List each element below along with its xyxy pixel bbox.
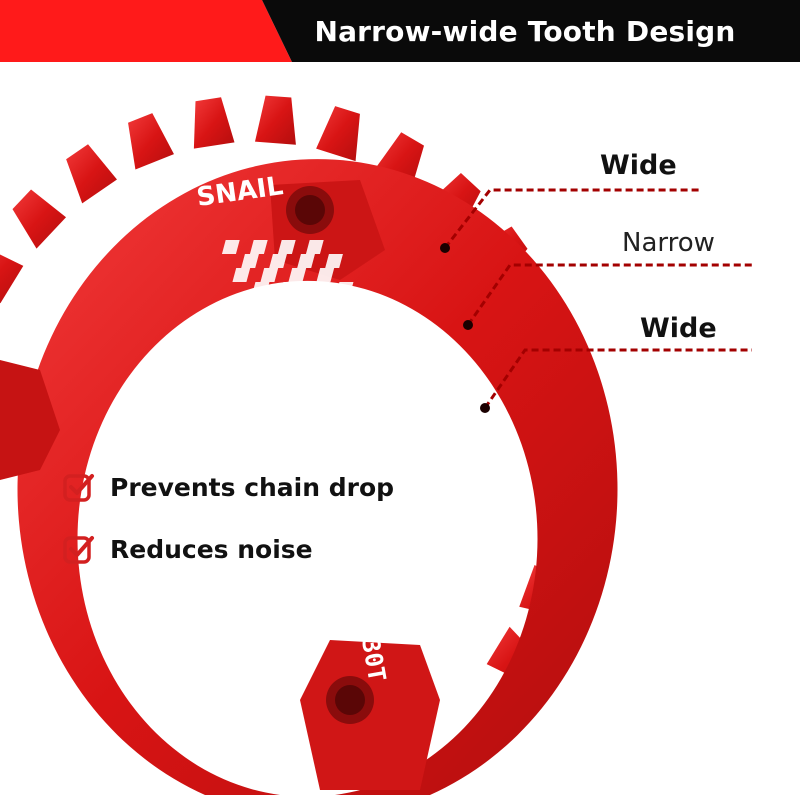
checker-square bbox=[337, 324, 356, 338]
checker-square bbox=[253, 324, 272, 338]
checker-square bbox=[242, 296, 261, 310]
chainring-tooth bbox=[128, 113, 174, 170]
banner-title: Narrow-wide Tooth Design bbox=[314, 14, 736, 48]
left-mount-tab bbox=[0, 360, 60, 480]
bottom-mount-tab bbox=[300, 640, 440, 790]
checker-square bbox=[249, 240, 268, 254]
checker-square bbox=[262, 310, 280, 324]
checker-square bbox=[309, 324, 328, 338]
checker-square bbox=[290, 310, 308, 324]
callout-dot-wide-top bbox=[440, 243, 450, 253]
checkered-pattern bbox=[221, 240, 364, 338]
checker-square bbox=[297, 254, 315, 268]
checker-square bbox=[221, 240, 240, 254]
chainring-tooth bbox=[12, 189, 67, 249]
callout-label-wide-bottom: Wide bbox=[640, 313, 717, 344]
checker-square bbox=[270, 296, 289, 310]
checkbox-check-icon bbox=[63, 474, 94, 502]
banner-black-panel bbox=[262, 0, 800, 62]
chainring-tooth bbox=[66, 144, 117, 204]
banner-red-stripe bbox=[0, 0, 292, 62]
checker-square bbox=[260, 268, 279, 282]
callout-line-wide-bottom bbox=[483, 348, 752, 409]
checker-square bbox=[251, 282, 270, 296]
header-banner bbox=[0, 0, 800, 62]
chainring-tooth bbox=[316, 106, 360, 162]
checker-square bbox=[277, 240, 296, 254]
checker-square bbox=[288, 268, 307, 282]
callout-line-wide-top bbox=[443, 188, 700, 249]
chainring-band bbox=[17, 159, 618, 796]
chainring-tooth bbox=[255, 95, 296, 145]
checker-square bbox=[316, 268, 335, 282]
checker-square bbox=[318, 310, 336, 324]
callout-dot-wide-bottom bbox=[480, 403, 490, 413]
checker-square bbox=[305, 240, 324, 254]
callout-lines bbox=[443, 188, 752, 409]
feature-label: Reduces noise bbox=[110, 534, 313, 564]
callout-dot-narrow bbox=[463, 320, 473, 330]
checker-square bbox=[298, 296, 317, 310]
checker-square bbox=[279, 282, 298, 296]
checker-square bbox=[269, 254, 287, 268]
checker-square bbox=[232, 268, 251, 282]
checker-square bbox=[241, 254, 259, 268]
callout-label-narrow: Narrow bbox=[622, 228, 715, 258]
checker-square bbox=[346, 310, 364, 324]
callout-line-narrow bbox=[466, 263, 752, 326]
checkbox-check-icon bbox=[63, 536, 94, 564]
checker-square bbox=[281, 324, 300, 338]
chainring-tooth bbox=[0, 254, 24, 304]
checker-square bbox=[325, 254, 343, 268]
checker-square bbox=[307, 282, 326, 296]
chainring-tooth bbox=[193, 97, 235, 149]
checker-square bbox=[335, 282, 354, 296]
feature-label: Prevents chain drop bbox=[110, 472, 395, 502]
feature-item-noise: Reduces noise bbox=[62, 532, 313, 566]
feature-item-chain-drop: Prevents chain drop bbox=[62, 470, 394, 504]
bcd-mark: BCD104 bbox=[420, 512, 444, 584]
checker-square bbox=[326, 296, 345, 310]
callout-label-wide-top: Wide bbox=[600, 150, 677, 181]
